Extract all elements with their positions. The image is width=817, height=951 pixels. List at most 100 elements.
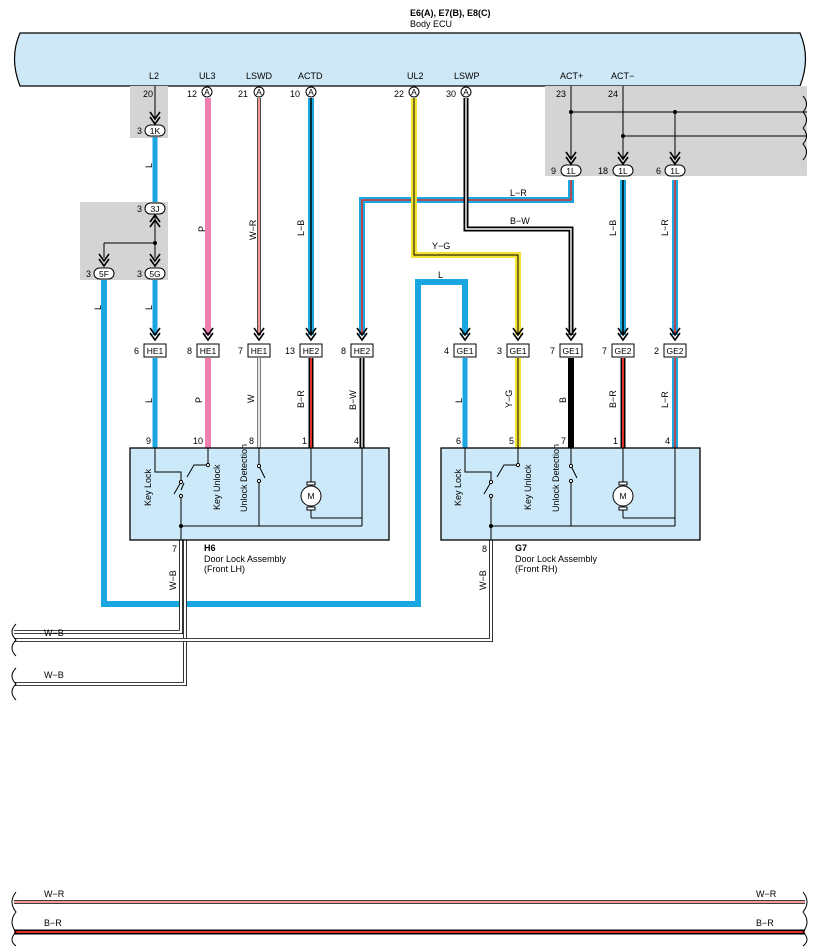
svg-text:W−B: W−B	[168, 570, 178, 590]
wires	[11, 86, 808, 947]
svg-text:L: L	[144, 163, 154, 168]
junction-pin: 3	[137, 204, 142, 214]
junction-pin: 3	[137, 269, 142, 279]
terminal-pin: 23	[556, 89, 566, 99]
junction-pin: 3	[137, 126, 142, 136]
svg-text:Key Lock: Key Lock	[453, 468, 463, 506]
ecu-name: Body ECU	[410, 19, 452, 29]
svg-text:H6: H6	[204, 543, 216, 553]
terminal-name: UL3	[199, 71, 216, 81]
svg-text:L: L	[144, 305, 154, 310]
terminal-name: ACT+	[560, 71, 583, 81]
junction-block-1l	[545, 86, 807, 176]
unlock-detection-label: Unlock Detection	[239, 444, 249, 512]
svg-text:3: 3	[497, 346, 502, 356]
junction-label: 1L	[618, 166, 628, 176]
svg-text:A: A	[463, 87, 469, 97]
svg-text:L−R: L−R	[660, 219, 670, 236]
svg-text:G7: G7	[515, 543, 527, 553]
junction-label: 5F	[99, 269, 109, 279]
svg-text:GE2: GE2	[614, 346, 631, 356]
terminal-tag-a: A A A A A	[201, 86, 472, 98]
terminal-name: LSWD	[246, 71, 273, 81]
svg-text:A: A	[204, 87, 210, 97]
svg-text:Key Unlock: Key Unlock	[523, 464, 533, 510]
svg-text:7: 7	[238, 346, 243, 356]
junction-label: 5G	[149, 269, 160, 279]
svg-text:1: 1	[613, 436, 618, 446]
terminal-name: UL2	[407, 71, 424, 81]
svg-text:GE2: GE2	[666, 346, 683, 356]
svg-text:(Front RH): (Front RH)	[515, 564, 558, 574]
motor-icon: M	[612, 481, 634, 511]
svg-text:L−B: L−B	[608, 220, 618, 236]
svg-text:L−R: L−R	[510, 188, 527, 198]
svg-text:Unlock Detection: Unlock Detection	[551, 444, 561, 512]
svg-text:5: 5	[509, 436, 514, 446]
svg-text:L: L	[93, 305, 103, 310]
terminal-pin: 10	[290, 89, 300, 99]
svg-text:W: W	[246, 394, 256, 403]
svg-text:4: 4	[665, 436, 670, 446]
door-lock-assembly-g7: 6 5 7 1 4 M	[440, 436, 701, 574]
ecu-connectors-title: E6(A), E7(B), E8(C)	[410, 8, 491, 18]
junction-block-5	[80, 202, 168, 280]
svg-text:B−R: B−R	[608, 390, 618, 408]
svg-text:7: 7	[550, 346, 555, 356]
terminal-name: ACTD	[298, 71, 323, 81]
svg-text:L−R: L−R	[660, 391, 670, 408]
svg-text:B: B	[558, 397, 568, 403]
svg-text:HE1: HE1	[251, 346, 268, 356]
footer-wire-left: B−R	[44, 918, 62, 928]
junction-pin: 9	[551, 166, 556, 176]
junction-connectors: 1K 3 3J 3 5F 3 5G 3 1L 9 1L 18 1L 6	[86, 111, 686, 280]
svg-text:W−B: W−B	[478, 570, 488, 590]
svg-text:B−R: B−R	[296, 390, 306, 408]
junction-pin: 6	[656, 166, 661, 176]
terminal-pin: 24	[608, 89, 618, 99]
svg-text:B−W: B−W	[510, 216, 530, 226]
svg-text:Y−G: Y−G	[504, 390, 514, 408]
svg-text:8: 8	[482, 544, 487, 554]
svg-text:10: 10	[193, 436, 203, 446]
wire-label-wb-2: W−B	[44, 670, 64, 680]
svg-text:8: 8	[187, 346, 192, 356]
door-connectors: HE1 6 HE1 8 HE1 7 HE2 13 HE2 8 GE1 4 GE1…	[134, 327, 687, 358]
junction-pin: 3	[86, 269, 91, 279]
junction-pin: 18	[598, 166, 608, 176]
terminal-pin: 12	[187, 89, 197, 99]
svg-text:6: 6	[134, 346, 139, 356]
ecu-terminals: L2 UL3 LSWD ACTD UL2 LSWP ACT+ ACT− 20 1…	[143, 71, 634, 99]
svg-text:4: 4	[444, 346, 449, 356]
svg-text:Key Lock: Key Lock	[143, 468, 153, 506]
svg-text:Door Lock Assembly: Door Lock Assembly	[515, 554, 598, 564]
svg-text:L: L	[438, 270, 443, 280]
junction-label: 1L	[566, 166, 576, 176]
svg-text:M: M	[619, 491, 626, 501]
svg-text:4: 4	[354, 436, 359, 446]
door-lock-assembly-h6: 9 10 8 1 4 M	[129, 436, 390, 574]
svg-text:(Front LH): (Front LH)	[204, 564, 245, 574]
terminal-pin: 20	[143, 89, 153, 99]
svg-text:P: P	[194, 397, 204, 403]
junction-label: 1K	[150, 126, 161, 136]
svg-text:6: 6	[456, 436, 461, 446]
svg-text:W−R: W−R	[248, 219, 258, 240]
terminal-pin: 30	[446, 89, 456, 99]
svg-text:P: P	[197, 226, 207, 232]
svg-text:L: L	[454, 398, 464, 403]
svg-text:HE1: HE1	[200, 346, 217, 356]
motor-icon: M	[300, 481, 322, 511]
svg-text:7: 7	[602, 346, 607, 356]
svg-text:B−W: B−W	[348, 390, 358, 410]
terminal-name: L2	[149, 71, 159, 81]
svg-text:8: 8	[249, 436, 254, 446]
junction-label: 1L	[670, 166, 680, 176]
svg-text:9: 9	[146, 436, 151, 446]
svg-text:7: 7	[561, 436, 566, 446]
svg-text:HE2: HE2	[303, 346, 320, 356]
terminal-name: LSWP	[454, 71, 480, 81]
svg-text:Y−G: Y−G	[432, 241, 450, 251]
svg-text:A: A	[256, 87, 262, 97]
